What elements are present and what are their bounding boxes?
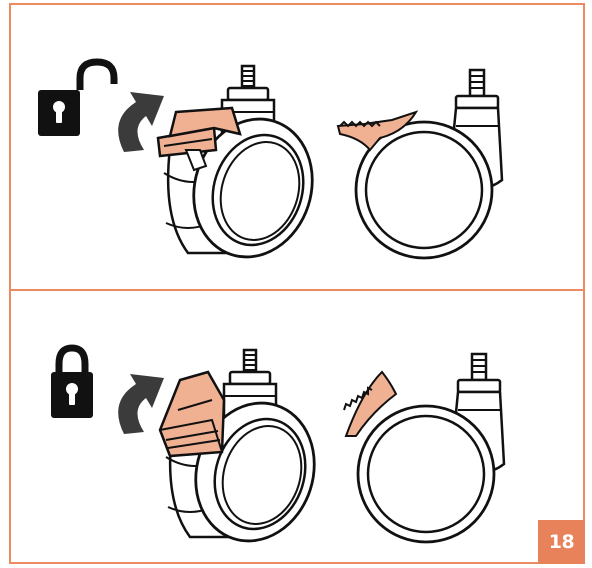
rotate-arrow-icon [118, 92, 164, 152]
closed-padlock-icon [51, 348, 93, 418]
caster-side-unlocked [164, 66, 330, 272]
caster-front-unlocked [356, 70, 502, 258]
page-number-badge: 18 [538, 520, 585, 564]
brake-lever-locked [160, 372, 224, 456]
rotate-arrow-icon [118, 374, 164, 434]
open-padlock-icon [38, 62, 114, 136]
